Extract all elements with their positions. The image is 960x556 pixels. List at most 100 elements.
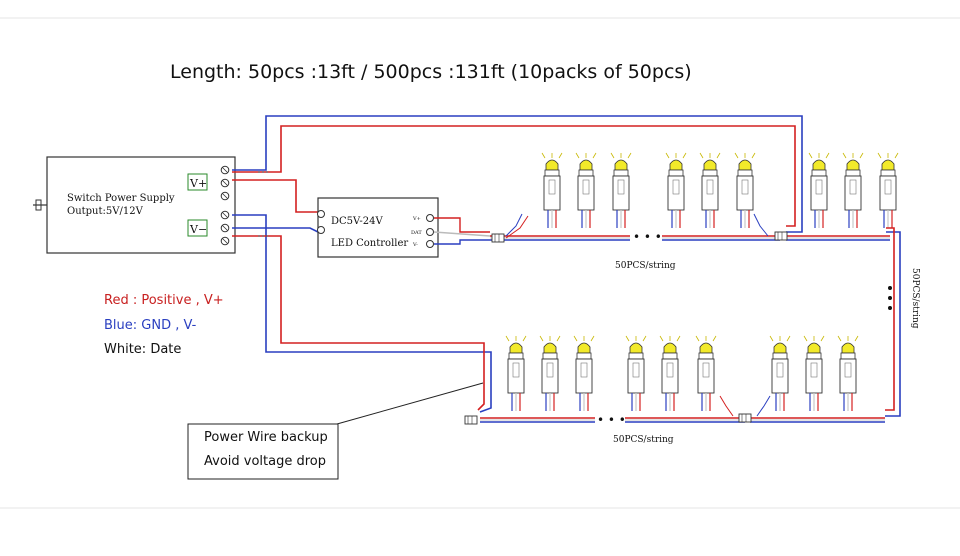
connector-body — [774, 231, 788, 241]
led-collar — [542, 352, 558, 360]
mid-lead-gnd — [756, 395, 771, 417]
led-ray — [676, 335, 681, 342]
backup-wire-top-pos — [232, 125, 796, 227]
led-ray — [682, 152, 687, 159]
led-ray — [627, 152, 632, 159]
led-window — [580, 362, 588, 378]
led-ray — [769, 335, 774, 342]
led-housing — [879, 175, 897, 211]
terminal-neg-label: V− — [189, 223, 207, 236]
led-ray — [573, 335, 578, 342]
controller-box — [317, 197, 439, 258]
controller-gnd-wire — [232, 227, 319, 233]
led-bulb-icon — [629, 342, 643, 354]
connector-body — [738, 413, 752, 423]
led-housing — [667, 175, 685, 211]
led-housing — [810, 175, 828, 211]
terminal-screw-slot — [222, 212, 228, 218]
led-housing — [577, 175, 595, 211]
led-ray — [539, 335, 544, 342]
bottom-led-string — [464, 335, 885, 425]
led-bulb-icon — [846, 159, 860, 171]
controller-input-screw — [317, 210, 325, 218]
controller-vminus: V- — [412, 242, 418, 248]
led-housing — [697, 358, 715, 394]
length-title: Length: 50pcs :13ft / 500pcs :131ft (10p… — [170, 61, 692, 83]
led-collar — [811, 169, 827, 177]
output-gnd-wire — [434, 239, 490, 245]
bottom-string-ellipsis: • • • — [597, 413, 626, 427]
led-window — [849, 179, 857, 195]
led-bulb-icon — [699, 342, 713, 354]
led-housing — [839, 358, 857, 394]
led-window — [672, 179, 680, 195]
led-collar — [737, 169, 753, 177]
connector-body — [491, 233, 505, 243]
led-pixel — [625, 335, 647, 411]
led-ray — [659, 335, 664, 342]
led-bulb-icon — [881, 159, 895, 171]
led-window — [666, 362, 674, 378]
led-housing — [736, 175, 754, 211]
led-housing — [575, 358, 593, 394]
led-collar — [668, 169, 684, 177]
led-ray — [590, 335, 595, 342]
power-supply: Switch Power Supply Output:5V/12V V+ V− — [33, 156, 236, 254]
led-ray — [825, 152, 830, 159]
led-pixel — [808, 152, 830, 228]
led-window — [512, 362, 520, 378]
controller-output-screw — [426, 214, 434, 222]
led-pixel — [505, 335, 527, 411]
controller-output-screw — [426, 240, 434, 248]
led-pixel — [659, 335, 681, 411]
led-collar — [880, 169, 896, 177]
led-ray — [803, 335, 808, 342]
led-ray — [786, 335, 791, 342]
led-window — [582, 179, 590, 195]
backup-wire-bottom-pos — [232, 235, 485, 411]
legend-red: Red : Positive , V+ — [104, 293, 224, 308]
led-housing — [805, 358, 823, 394]
terminal-screw-slot — [222, 167, 228, 173]
top-led-string — [490, 152, 899, 243]
led-ray — [642, 335, 647, 342]
led-bulb-icon — [663, 342, 677, 354]
terminal-pos-label: V+ — [189, 177, 207, 190]
led-pixel — [539, 335, 561, 411]
led-bulb-icon — [579, 159, 593, 171]
led-ray — [877, 152, 882, 159]
led-pixel — [877, 152, 899, 228]
led-window — [741, 179, 749, 195]
led-collar — [576, 352, 592, 360]
start-lead-gnd — [505, 213, 523, 237]
terminal-screw-slot — [222, 180, 228, 186]
led-ray — [808, 152, 813, 159]
power-supply-output: Output:5V/12V — [67, 206, 144, 217]
power-supply-name: Switch Power Supply — [67, 193, 175, 204]
led-housing — [543, 175, 561, 211]
string-link-wires — [885, 227, 901, 417]
led-housing — [661, 358, 679, 394]
led-bulb-icon — [614, 159, 628, 171]
led-strings — [464, 152, 899, 425]
led-collar — [772, 352, 788, 360]
note-pointer — [336, 382, 484, 425]
led-housing — [771, 358, 789, 394]
controller-voltage: DC5V-24V — [331, 216, 383, 227]
backup-wire-top-gnd — [232, 115, 803, 233]
terminal-screw-slot — [222, 193, 228, 199]
led-collar — [845, 169, 861, 177]
link-gnd-wire — [885, 231, 901, 417]
led-collar — [544, 169, 560, 177]
led-housing — [701, 175, 719, 211]
bottom-string-label: 50PCS/string — [613, 435, 674, 445]
output-pos-wire — [434, 217, 490, 233]
led-pixel — [803, 335, 825, 411]
led-housing — [612, 175, 630, 211]
side-dot — [888, 306, 892, 310]
led-ray — [541, 152, 546, 159]
mid-lead-pos — [719, 395, 734, 417]
led-collar — [698, 352, 714, 360]
controller-dat: DAT — [411, 230, 422, 236]
led-ray — [556, 335, 561, 342]
